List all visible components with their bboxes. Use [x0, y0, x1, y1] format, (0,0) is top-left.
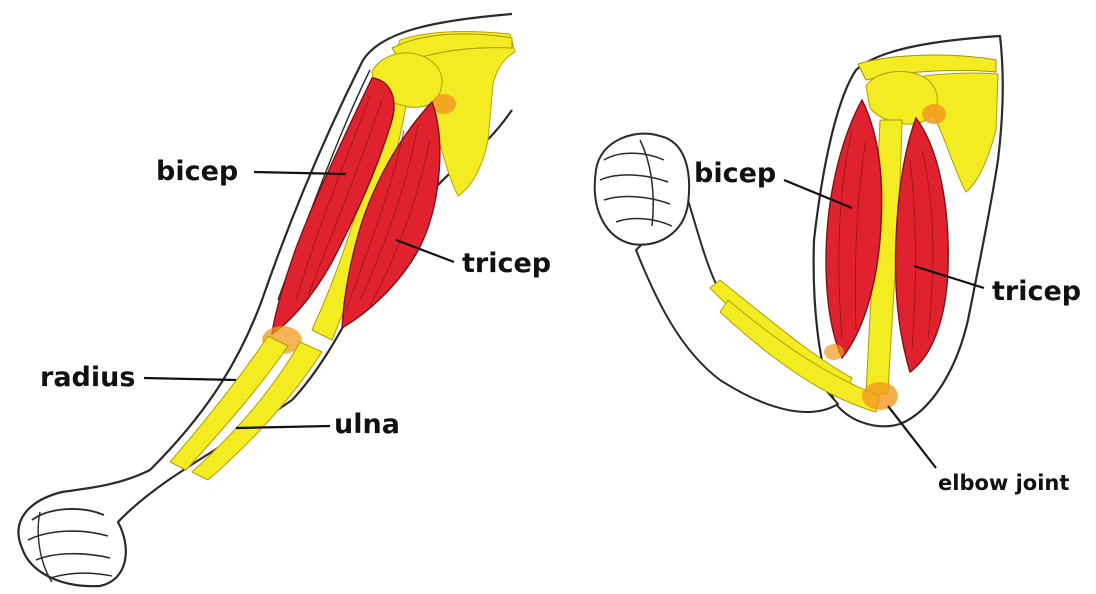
right-bicep-label: bicep	[694, 158, 776, 189]
left-arm-extended: bicep tricep radius ulna	[18, 14, 551, 586]
right-tricep-label: tricep	[992, 276, 1081, 307]
right-elbow-joint-label: elbow joint	[938, 471, 1069, 495]
right-shoulder-joint	[922, 104, 946, 124]
left-bicep-label: bicep	[156, 156, 238, 187]
left-tricep-label: tricep	[462, 248, 551, 279]
right-arm-flexed: bicep tricep elbow joint	[595, 36, 1081, 495]
right-elbow-joint	[862, 382, 898, 410]
right-bicep-tendon	[824, 344, 844, 360]
left-radius-leader-line	[144, 378, 236, 380]
left-shoulder-joint	[432, 94, 456, 114]
left-ulna-label: ulna	[334, 409, 400, 440]
right-fist	[595, 134, 689, 245]
left-radius-label: radius	[40, 362, 135, 393]
